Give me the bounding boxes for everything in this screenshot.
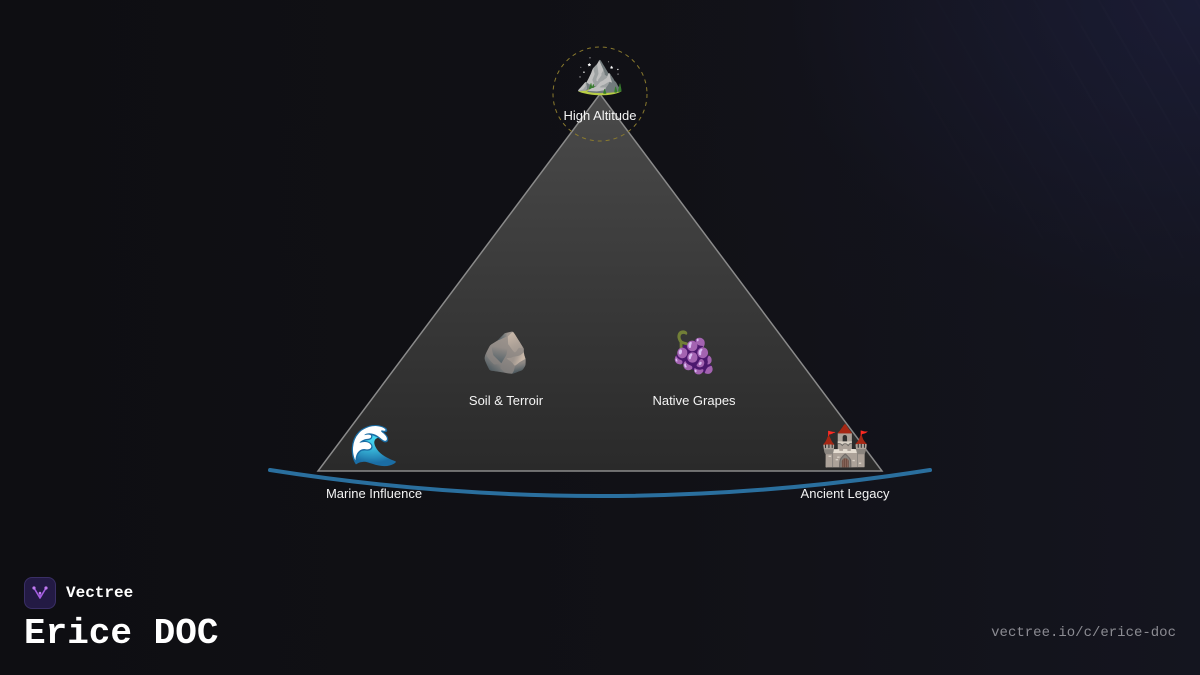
brand: Vectree [24,577,133,609]
brand-name: Vectree [66,584,134,602]
apex-ring [552,46,648,142]
node-label: Marine Influence [325,486,423,501]
node-label: Ancient Legacy [800,486,890,501]
grapes-icon: 🍇 [669,331,719,375]
node-marine-influence: 🌊 Marine Influence [284,422,464,502]
vectree-logo-icon [24,577,56,609]
page-title: Erice DOC [24,613,219,654]
node-soil-terroir: 🪨 Soil & Terroir [416,329,596,409]
rock-icon: 🪨 [481,331,531,375]
base-arc [268,468,932,498]
mountain-icon: ⛰️ [575,52,625,96]
node-native-grapes: 🍇 Native Grapes [604,329,784,409]
node-high-altitude: ⛰️ High Altitude [510,50,690,124]
pyramid-triangle [316,92,884,472]
node-label: Soil & Terroir [468,393,544,408]
castle-icon: 🏰 [820,424,870,468]
node-label: High Altitude [563,108,637,123]
node-ancient-legacy: 🏰 Ancient Legacy [755,422,935,502]
node-label: Native Grapes [652,393,736,408]
page-url: vectree.io/c/erice-doc [991,625,1176,641]
wave-icon: 🌊 [349,424,399,468]
